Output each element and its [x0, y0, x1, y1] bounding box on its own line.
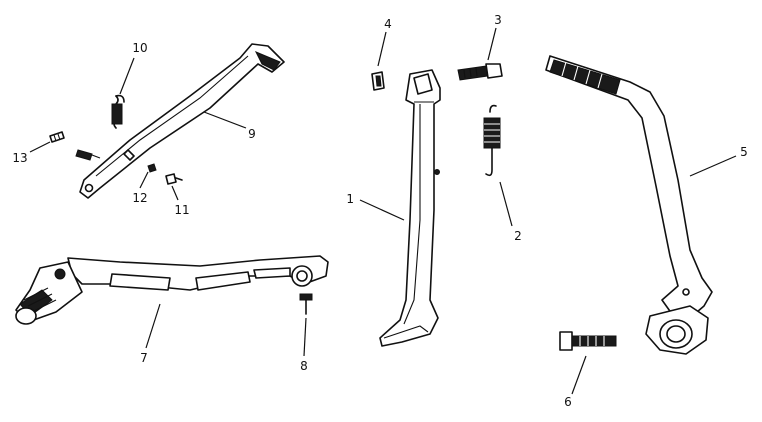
gear-shift-lever	[15, 255, 329, 325]
kick-starter-arm	[545, 55, 713, 355]
callout-1: 1	[346, 192, 354, 206]
return-spring-small	[111, 94, 125, 129]
pin-small	[49, 131, 65, 143]
stand-bolt	[457, 63, 503, 81]
kick-starter-bolt	[559, 331, 617, 351]
callout-12: 12	[132, 191, 147, 205]
callout-5: 5	[740, 145, 748, 159]
small-bolt	[165, 173, 183, 185]
callout-7: 7	[140, 351, 148, 365]
callout-3: 3	[494, 13, 502, 27]
brake-arm	[79, 43, 285, 199]
callout-2: 2	[514, 229, 522, 243]
arm-bolt	[75, 149, 101, 161]
stand-spring	[483, 104, 501, 177]
callout-13: 13	[12, 151, 27, 165]
callout-11: 11	[174, 203, 189, 217]
callout-10: 10	[132, 41, 147, 55]
callout-8: 8	[300, 359, 308, 373]
callout-9: 9	[248, 127, 256, 141]
small-nut	[147, 163, 157, 173]
callout-4: 4	[384, 17, 392, 31]
leader-lines	[29, 27, 737, 395]
stand-clip	[371, 71, 385, 91]
side-stand	[379, 69, 441, 347]
shift-lever-screw	[299, 293, 313, 315]
callout-labels: 1 2 3 4 5 6 7 8 9 10 11 12 13	[12, 13, 747, 409]
callout-6: 6	[564, 395, 572, 409]
